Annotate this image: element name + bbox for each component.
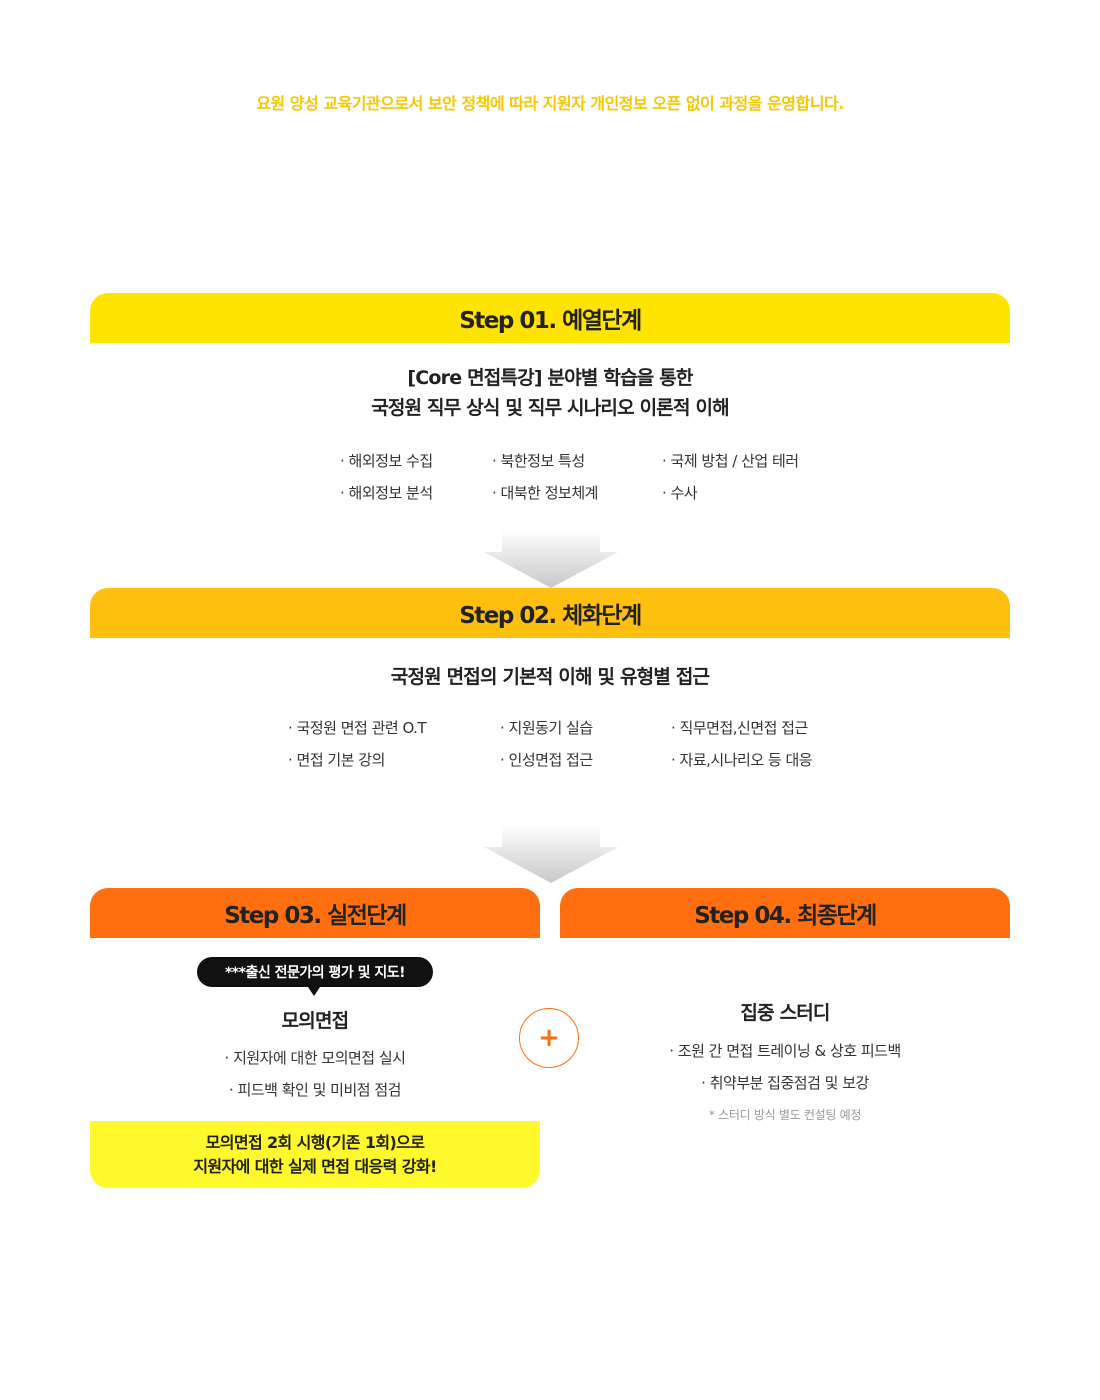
step4-bullet: 취약부분 집중점검 및 보강	[560, 1072, 1010, 1093]
step4-title: Step 04. 최종단계	[694, 903, 877, 929]
step2-bullet: 자료,시나리오 등 대응	[671, 749, 813, 770]
step1-heading-line2: 국정원 직무 상식 및 직무 시나리오 이론적 이해	[371, 397, 729, 419]
step3-heading: 모의면접	[281, 1010, 350, 1032]
step1-bullet: 국제 방첩 / 산업 테러	[662, 450, 800, 471]
step1-heading-line1: [Core 면접특강] 분야별 학습을 통한	[407, 367, 693, 389]
step4-bullet: 조원 간 면접 트레이닝 & 상호 피드백	[560, 1040, 1010, 1061]
step2-heading: 국정원 면접의 기본적 이해 및 유형별 접근	[390, 666, 710, 688]
step1-bullet: 대북한 정보체계	[492, 482, 599, 503]
step1-title: Step 01. 예열단계	[459, 308, 642, 334]
step3-header: Step 03. 실전단계	[90, 888, 540, 938]
step1-bullet: 해외정보 수집	[340, 450, 434, 471]
expert-speech-bubble: ***출신 전문가의 평가 및 지도!	[197, 957, 433, 987]
step1-bullet: 북한정보 특성	[492, 450, 586, 471]
down-arrow-icon	[484, 530, 618, 588]
step2-header: Step 02. 체화단계	[90, 588, 1010, 638]
step2-bullet: 직무면접,신면접 접근	[671, 717, 809, 738]
step4-header: Step 04. 최종단계	[560, 888, 1010, 938]
step3-bullet: 지원자에 대한 모의면접 실시	[90, 1047, 540, 1068]
step2-title: Step 02. 체화단계	[459, 603, 642, 629]
step2-bullet: 인성면접 접근	[500, 749, 594, 770]
speech-bubble-tail	[308, 987, 320, 996]
down-arrow-icon	[484, 825, 618, 883]
step3-highlight-box: 모의면접 2회 시행(기존 1회)으로 지원자에 대한 실제 면접 대응력 강화…	[90, 1121, 540, 1188]
step3-highlight-line1: 모의면접 2회 시행(기존 1회)으로	[205, 1132, 425, 1152]
step3-bullet: 피드백 확인 및 미비점 점검	[90, 1079, 540, 1100]
step1-header: Step 01. 예열단계	[90, 293, 1010, 343]
plus-icon: +	[519, 1008, 579, 1068]
step2-bullet: 지원동기 실습	[500, 717, 594, 738]
step2-bullet: 면접 기본 강의	[288, 749, 386, 770]
step4-note: * 스터디 방식 별도 컨설팅 예정	[708, 1108, 862, 1122]
step3-highlight-line2: 지원자에 대한 실제 면접 대응력 강화!	[193, 1156, 437, 1176]
step2-bullet: 국정원 면접 관련 O.T	[288, 717, 427, 738]
step4-heading: 집중 스터디	[740, 1002, 830, 1024]
notice-text: 요원 양성 교육기관으로서 보안 정책에 따라 지원자 개인정보 오픈 없이 과…	[256, 94, 844, 113]
step1-bullet: 수사	[662, 482, 698, 503]
step3-title: Step 03. 실전단계	[224, 903, 407, 929]
step1-heading: [Core 면접특강] 분야별 학습을 통한 국정원 직무 상식 및 직무 시나…	[90, 363, 1010, 423]
step1-bullet: 해외정보 분석	[340, 482, 434, 503]
